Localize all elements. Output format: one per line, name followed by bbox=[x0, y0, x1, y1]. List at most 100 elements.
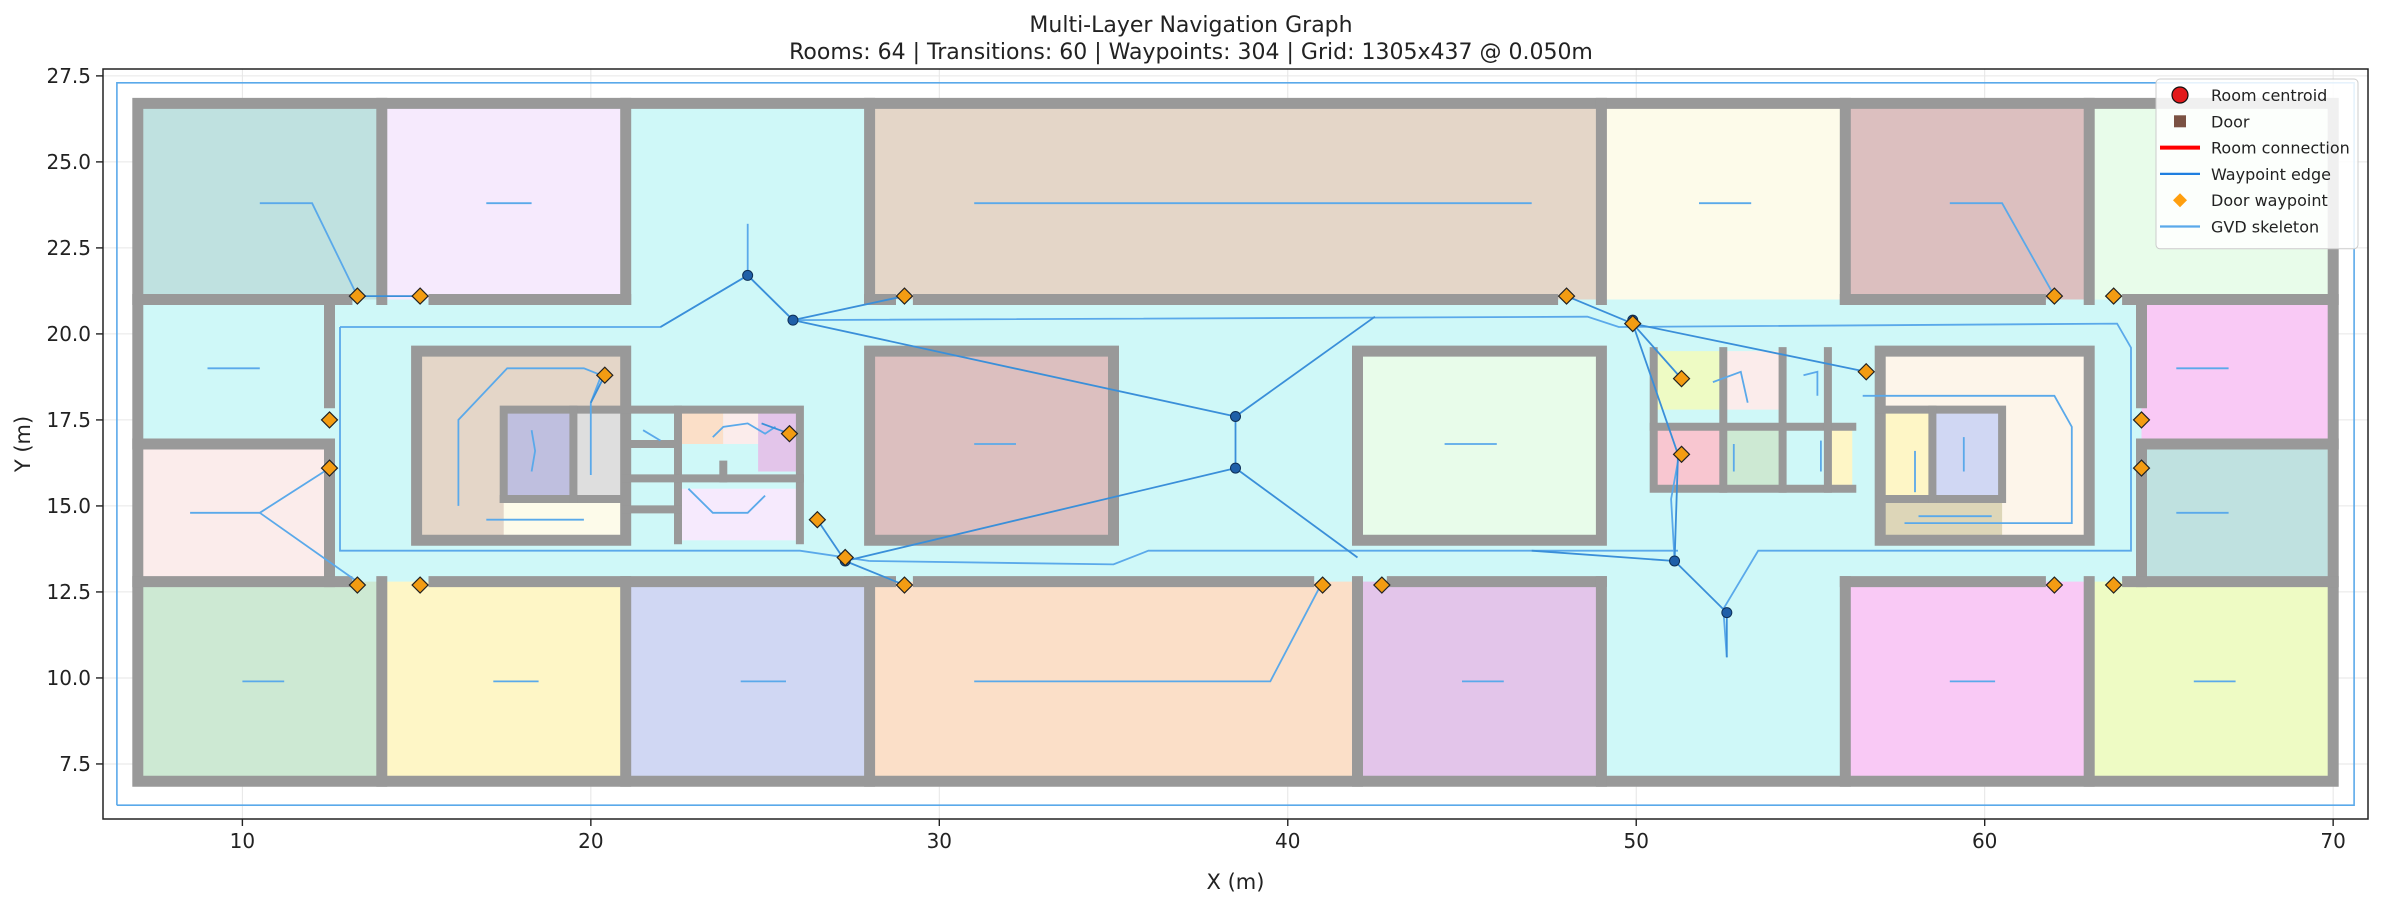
gvd-skeleton-line bbox=[1949, 202, 2056, 297]
legend-label-connection: Room connection bbox=[2211, 139, 2350, 158]
door-waypoint bbox=[1672, 369, 1691, 388]
legend-door-swatch bbox=[2174, 115, 2186, 128]
room-region bbox=[1601, 103, 1846, 300]
room-region bbox=[1827, 426, 1853, 489]
gvd-skeleton-line bbox=[712, 422, 776, 438]
room-region bbox=[2141, 444, 2334, 582]
x-tick-label: 40 bbox=[1275, 829, 1300, 853]
door-waypoint bbox=[2132, 411, 2151, 429]
waypoint-edge bbox=[792, 319, 1236, 418]
gvd-skeleton-line bbox=[1670, 461, 1679, 562]
gvd-skeleton-line bbox=[1803, 370, 1819, 396]
y-tick-label: 12.5 bbox=[46, 580, 91, 604]
wall-segment bbox=[864, 345, 1119, 546]
wall-segment bbox=[1874, 345, 2095, 546]
room-region bbox=[1845, 103, 2090, 300]
waypoint-edge bbox=[1632, 322, 1867, 373]
legend-label-wpedge: Waypoint edge bbox=[2211, 165, 2331, 184]
walls bbox=[132, 97, 2339, 787]
x-tick-label: 20 bbox=[578, 829, 603, 853]
waypoint-node bbox=[1230, 462, 1241, 474]
gvd-skeleton-line bbox=[339, 327, 870, 562]
legend-box bbox=[2155, 78, 2359, 250]
waypoint-node bbox=[742, 269, 754, 281]
gvd-skeleton-line bbox=[530, 430, 537, 472]
waypoint-edge bbox=[792, 295, 905, 321]
legend-door-waypoint-swatch bbox=[2173, 193, 2187, 208]
y-axis-ticks: 7.510.012.515.017.520.022.525.027.5 bbox=[46, 64, 103, 776]
room-region bbox=[1723, 351, 1783, 410]
room-region bbox=[677, 409, 724, 444]
room-region bbox=[503, 409, 574, 500]
waypoint-edge bbox=[660, 274, 749, 328]
door-waypoint bbox=[2104, 287, 2123, 305]
axes-frame bbox=[102, 68, 2369, 820]
gvd-skeleton-line bbox=[259, 202, 359, 297]
wall-segment bbox=[411, 345, 632, 546]
room-region bbox=[625, 409, 678, 444]
door-waypoint bbox=[836, 548, 855, 567]
door-waypoint bbox=[2045, 287, 2064, 305]
room-region bbox=[1653, 426, 1724, 489]
room-region bbox=[1782, 351, 1828, 410]
waypoint-edge bbox=[1234, 315, 1376, 418]
gvd-skeleton-line bbox=[869, 549, 1678, 566]
waypoint-edge bbox=[1631, 323, 1679, 455]
room-region bbox=[573, 409, 626, 500]
figure-subtitle: Rooms: 64 | Transitions: 60 | Waypoints:… bbox=[789, 40, 1593, 65]
room-region bbox=[2141, 299, 2334, 444]
y-tick-label: 22.5 bbox=[46, 236, 91, 260]
room-region bbox=[1932, 409, 2003, 500]
gvd-skeleton-line bbox=[642, 429, 661, 442]
waypoint-node bbox=[1230, 410, 1241, 422]
room-region bbox=[1880, 409, 1933, 500]
door-waypoint bbox=[320, 459, 339, 477]
room-region bbox=[625, 488, 678, 541]
legend-label-door: Door bbox=[2211, 112, 2250, 131]
door-waypoint bbox=[1623, 314, 1642, 333]
waypoint-edge-lines bbox=[357, 274, 1867, 658]
door-waypoint bbox=[1373, 576, 1391, 594]
door-waypoint bbox=[411, 576, 429, 594]
x-tick-label: 30 bbox=[927, 829, 952, 853]
y-tick-label: 20.0 bbox=[46, 322, 91, 346]
door-waypoint bbox=[411, 287, 429, 305]
waypoint-edge bbox=[1673, 454, 1679, 562]
x-tick-label: 10 bbox=[230, 829, 255, 853]
gvd-skeleton-line bbox=[1712, 370, 1749, 403]
room-region bbox=[137, 103, 382, 300]
door-waypoint bbox=[595, 366, 614, 385]
waypoint-edge bbox=[1673, 560, 1728, 614]
wall-segment bbox=[1352, 345, 1607, 546]
waypoint-node bbox=[787, 314, 799, 326]
gvd-skeleton-line bbox=[974, 581, 1324, 683]
door-waypoint bbox=[1313, 576, 1332, 594]
door-waypoint bbox=[2132, 459, 2151, 477]
door-waypoint bbox=[320, 411, 339, 429]
waypoint-edge bbox=[1234, 467, 1359, 559]
gvd-skeleton-line bbox=[259, 512, 358, 583]
legend-label-centroid: Room centroid bbox=[2211, 86, 2327, 105]
legend-label-gvd: GVD skeleton bbox=[2211, 218, 2319, 237]
door-waypoint bbox=[1672, 445, 1691, 464]
legend-centroid-swatch bbox=[2171, 86, 2189, 104]
inner-wall-segment bbox=[1876, 405, 2007, 503]
x-axis-label: X (m) bbox=[1207, 870, 1265, 894]
gvd-skeleton-line bbox=[687, 488, 766, 514]
gvd-skeleton-line bbox=[1862, 394, 2073, 524]
door-waypoint bbox=[2045, 576, 2064, 594]
waypoint-node bbox=[1669, 555, 1681, 567]
room-region bbox=[1723, 426, 1783, 489]
y-tick-label: 27.5 bbox=[46, 64, 91, 88]
waypoint-node bbox=[1721, 607, 1733, 619]
legend-label-doorwp: Door waypoint bbox=[2211, 191, 2328, 210]
room-region bbox=[137, 299, 330, 444]
y-tick-label: 7.5 bbox=[59, 752, 91, 776]
room-region bbox=[869, 351, 1114, 541]
y-axis-label: Y (m) bbox=[11, 416, 35, 473]
door-waypoint bbox=[1557, 287, 1576, 305]
